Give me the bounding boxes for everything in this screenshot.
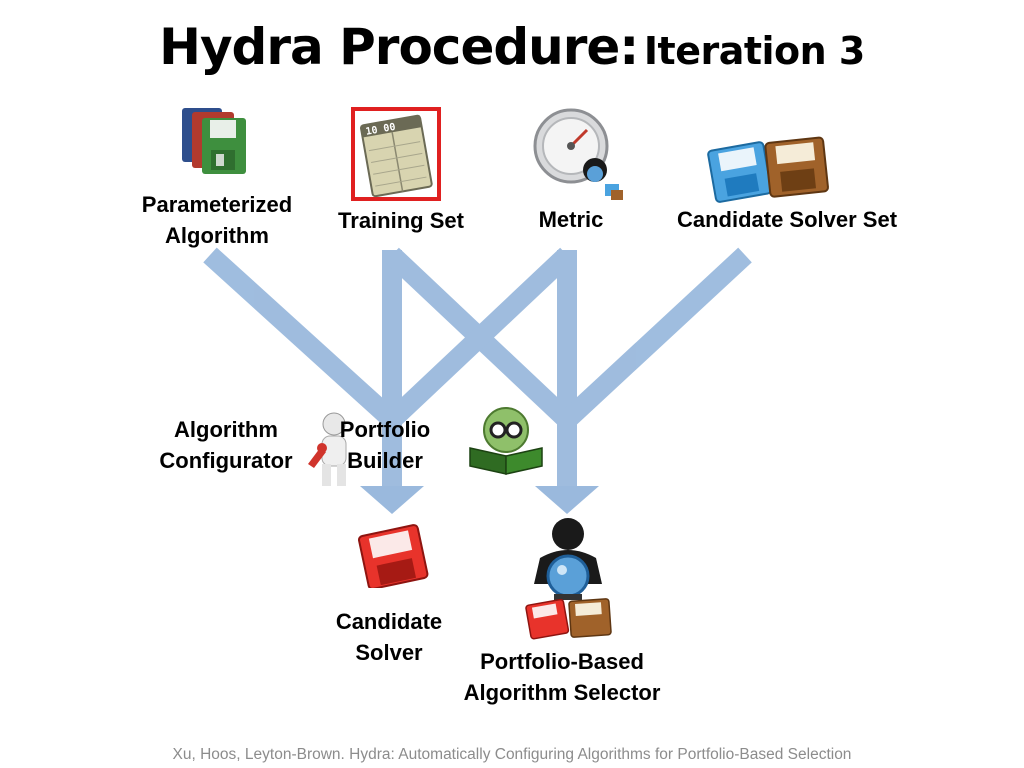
arrowhead-candidate-solver: [360, 486, 424, 514]
slide-title: Hydra Procedure: Iteration 3: [0, 18, 1024, 76]
arrow-param-to-configurator: [203, 247, 399, 428]
floppy-stack-icon: [182, 108, 246, 174]
label-algorithm-configurator: Algorithm Configurator: [159, 417, 293, 473]
gauge-icon: [533, 108, 623, 200]
title-main: Hydra Procedure:: [159, 18, 639, 76]
arrowhead-portfolio-selector: [535, 486, 599, 514]
red-floppy-icon: [357, 524, 429, 588]
figure-with-wrench-icon: [308, 412, 347, 486]
ledger-sheet-icon: 10 00: [351, 107, 441, 201]
title-sub: Iteration 3: [643, 29, 865, 73]
label-parameterized-algorithm: Parameterized Algorithm: [141, 192, 293, 248]
arrow-metric-to-configurator: [385, 247, 574, 428]
label-metric: Metric: [538, 207, 604, 232]
svg-text:10 00: 10 00: [365, 122, 397, 138]
reading-figure-icon: [469, 407, 543, 475]
label-portfolio-builder: Portfolio Builder: [339, 417, 431, 473]
label-candidate-solver: Candidate Solver: [335, 609, 443, 665]
citation: Xu, Hoos, Leyton-Brown. Hydra: Automatic…: [172, 746, 852, 763]
label-training-set: Training Set: [338, 208, 464, 233]
label-portfolio-selector: Portfolio-Based Algorithm Selector: [463, 649, 661, 705]
crystal-ball-icon: [525, 518, 612, 640]
floppy-pair-icon: [707, 136, 829, 203]
label-candidate-solver-set: Candidate Solver Set: [676, 207, 898, 232]
arrow-solverset-to-builder: [560, 247, 752, 428]
highlight-box: [351, 107, 441, 201]
